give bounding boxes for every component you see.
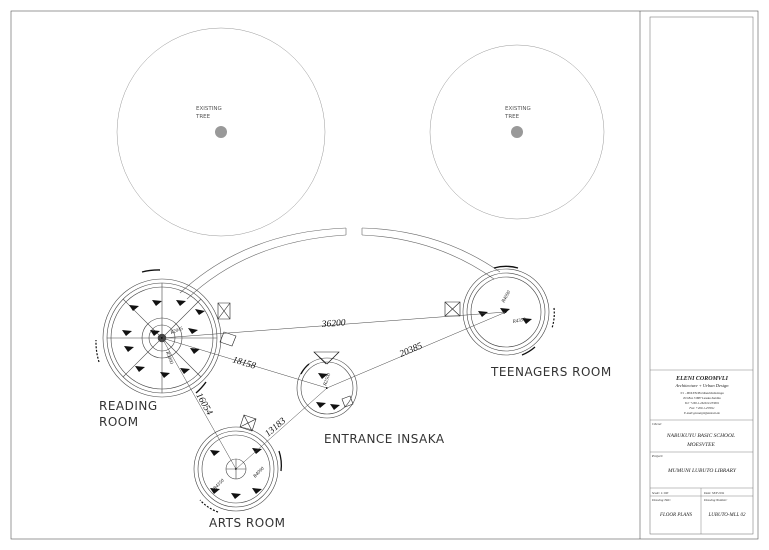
dimension-label: 13183 <box>264 416 289 439</box>
covered-walkway <box>179 227 501 300</box>
room-label-arts: ARTS ROOM <box>209 516 286 530</box>
drawing-title: FLOOR PLANS <box>659 513 693 518</box>
client-ministry: MOESVTEE <box>686 442 715 448</box>
drawing-number-label: Drawing Number: <box>703 498 727 502</box>
client-label: Client: <box>652 422 662 426</box>
room-label-reading: READING <box>99 399 158 413</box>
dimension-label: 18158 <box>231 355 257 372</box>
project-name: MUMUNI LUBUTO LIBRARY <box>667 468 737 474</box>
scale-label: Scale: 1:100 <box>652 491 669 495</box>
radius-label: R4350 <box>212 478 226 492</box>
drawing-number: LUBUTO-MLL 02 <box>708 513 746 518</box>
reading-room-plan <box>95 269 237 398</box>
radius-label: R4350 <box>511 318 526 325</box>
dimension-label: 20385 <box>398 341 424 360</box>
date-label: Date: SEP 2011 <box>703 491 725 495</box>
project-label: Project: <box>651 454 663 458</box>
tree-label: EXISTING <box>196 106 222 112</box>
tree-label: TREE <box>195 114 211 120</box>
sheet-border <box>10 10 759 540</box>
address-line: 3/1 - MOLEN/Plot Road Kabulonga <box>680 391 724 395</box>
title-block: ELENI COROMVLI Architecture + Urban Desi… <box>649 16 754 535</box>
dimension-lines <box>160 311 507 471</box>
existing-tree-2: EXISTING TREE <box>429 44 605 220</box>
teenagers-room-plan <box>444 265 555 356</box>
address-line: Tel: +260-1-262012/253601 <box>685 401 720 405</box>
address-line: E-mail:gecaargit@zamnet.zm <box>683 411 721 415</box>
tree-label: EXISTING <box>505 106 531 112</box>
radius-label: R4090 <box>501 290 513 305</box>
address-line: Fax: +260-1-253011 <box>688 406 715 410</box>
designer-role: Architecture + Urban Design <box>674 383 729 388</box>
radius-label: R2045 <box>169 327 184 337</box>
room-label-reading: ROOM <box>99 415 139 429</box>
client-name: NABUKUYU BASIC SCHOOL <box>666 433 735 439</box>
address-line: P.O.Box 31887 Lusaka Zambia <box>682 396 721 400</box>
dimension-label: 16054 <box>193 392 214 418</box>
drawing-title-label: Drawing Title: <box>651 498 671 502</box>
existing-tree-1: EXISTING TREE <box>116 27 326 237</box>
room-label-entrance: ENTRANCE INSAKA <box>324 432 445 446</box>
dimension-label: 36200 <box>321 318 347 330</box>
designer-name: ELENI COROMVLI <box>675 376 729 382</box>
room-label-teenagers: TEENAGERS ROOM <box>490 365 612 379</box>
radius-label: R4090 <box>252 466 266 480</box>
tree-label: TREE <box>504 114 520 120</box>
